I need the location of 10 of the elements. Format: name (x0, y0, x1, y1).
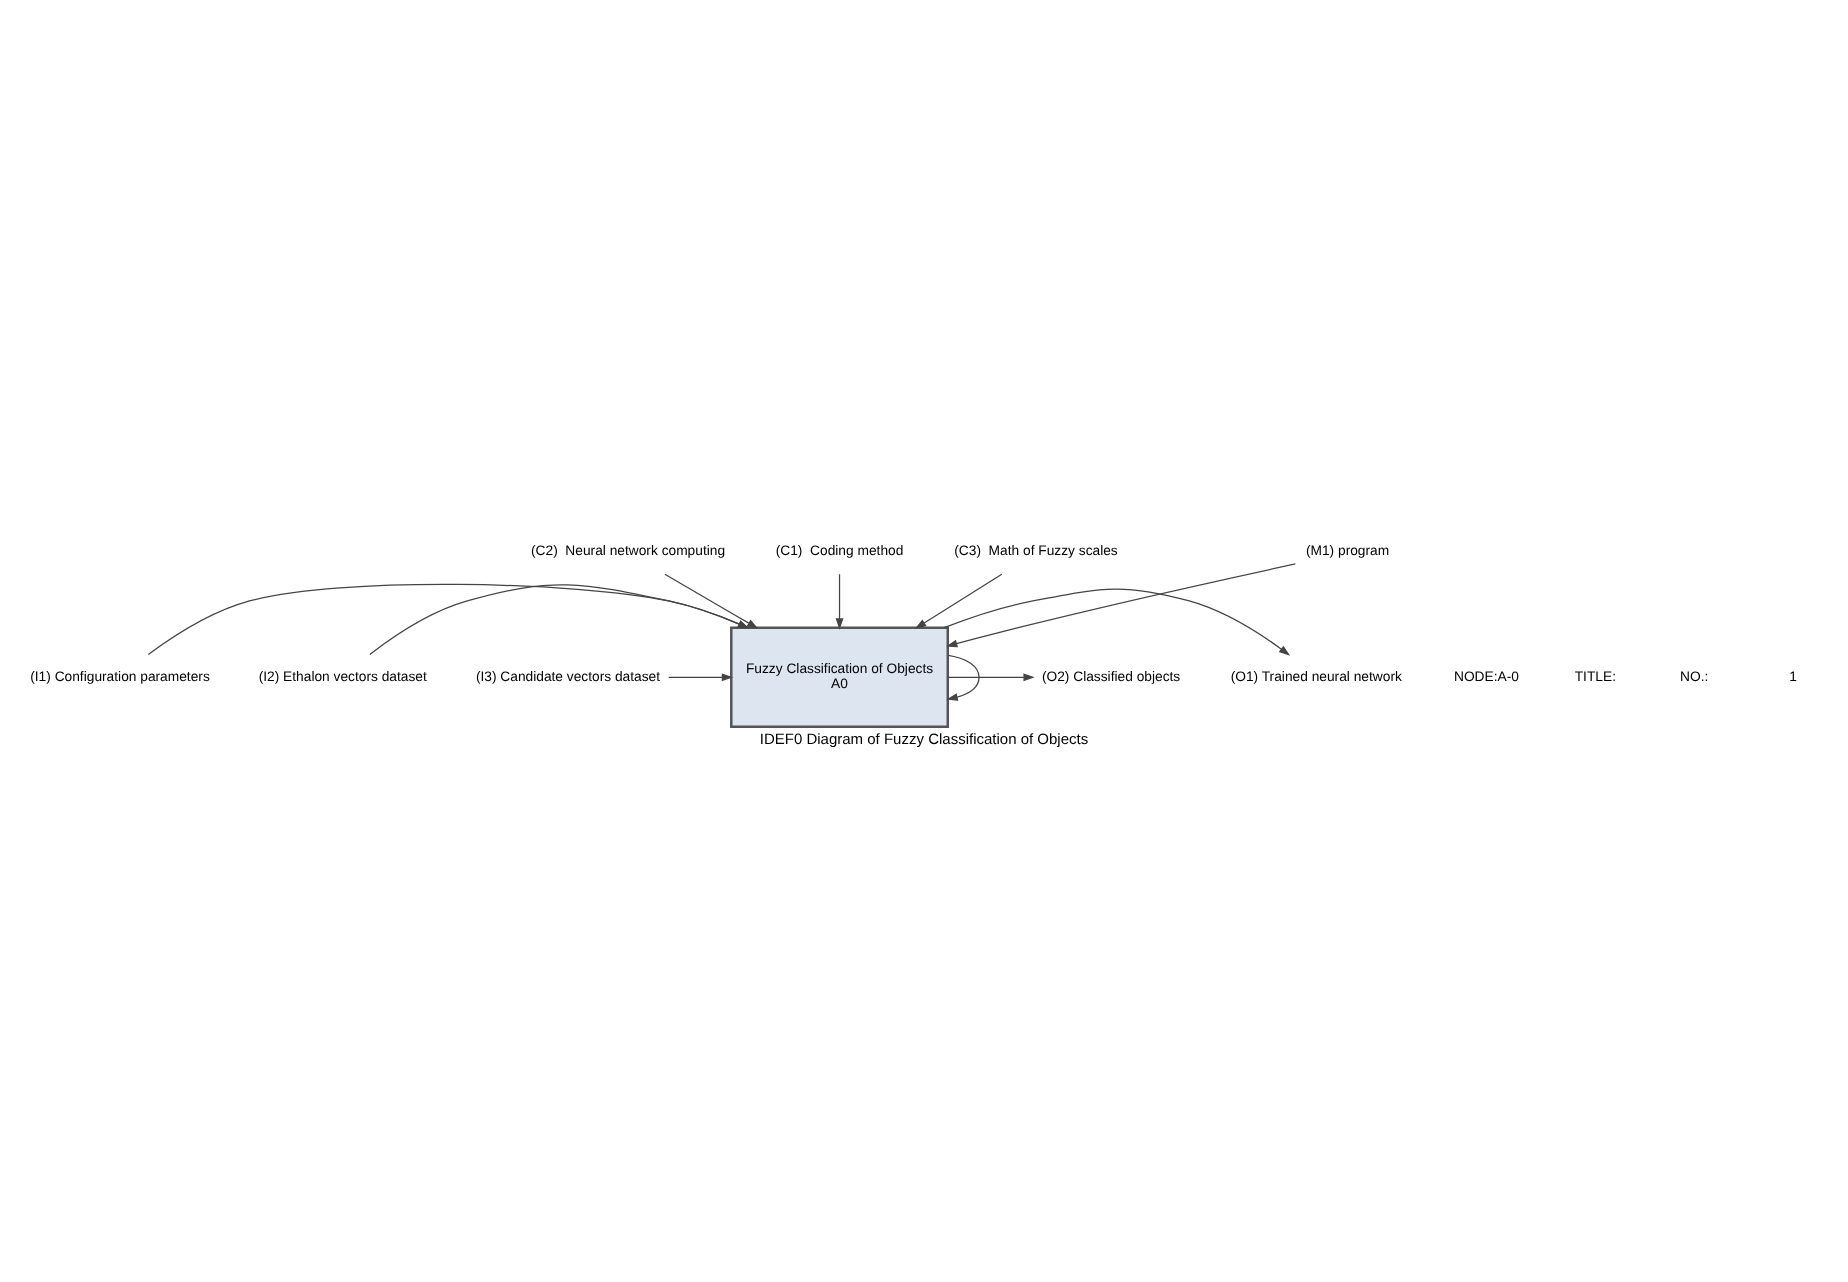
arrow (369, 584, 750, 656)
arrow (668, 673, 734, 682)
arrow (943, 588, 1291, 656)
arrow (947, 673, 1035, 682)
arrow (946, 563, 1296, 648)
arrow (664, 573, 759, 629)
arrow (914, 573, 1003, 629)
arrow (147, 583, 750, 656)
arrow (946, 654, 980, 701)
arrow (835, 573, 844, 630)
